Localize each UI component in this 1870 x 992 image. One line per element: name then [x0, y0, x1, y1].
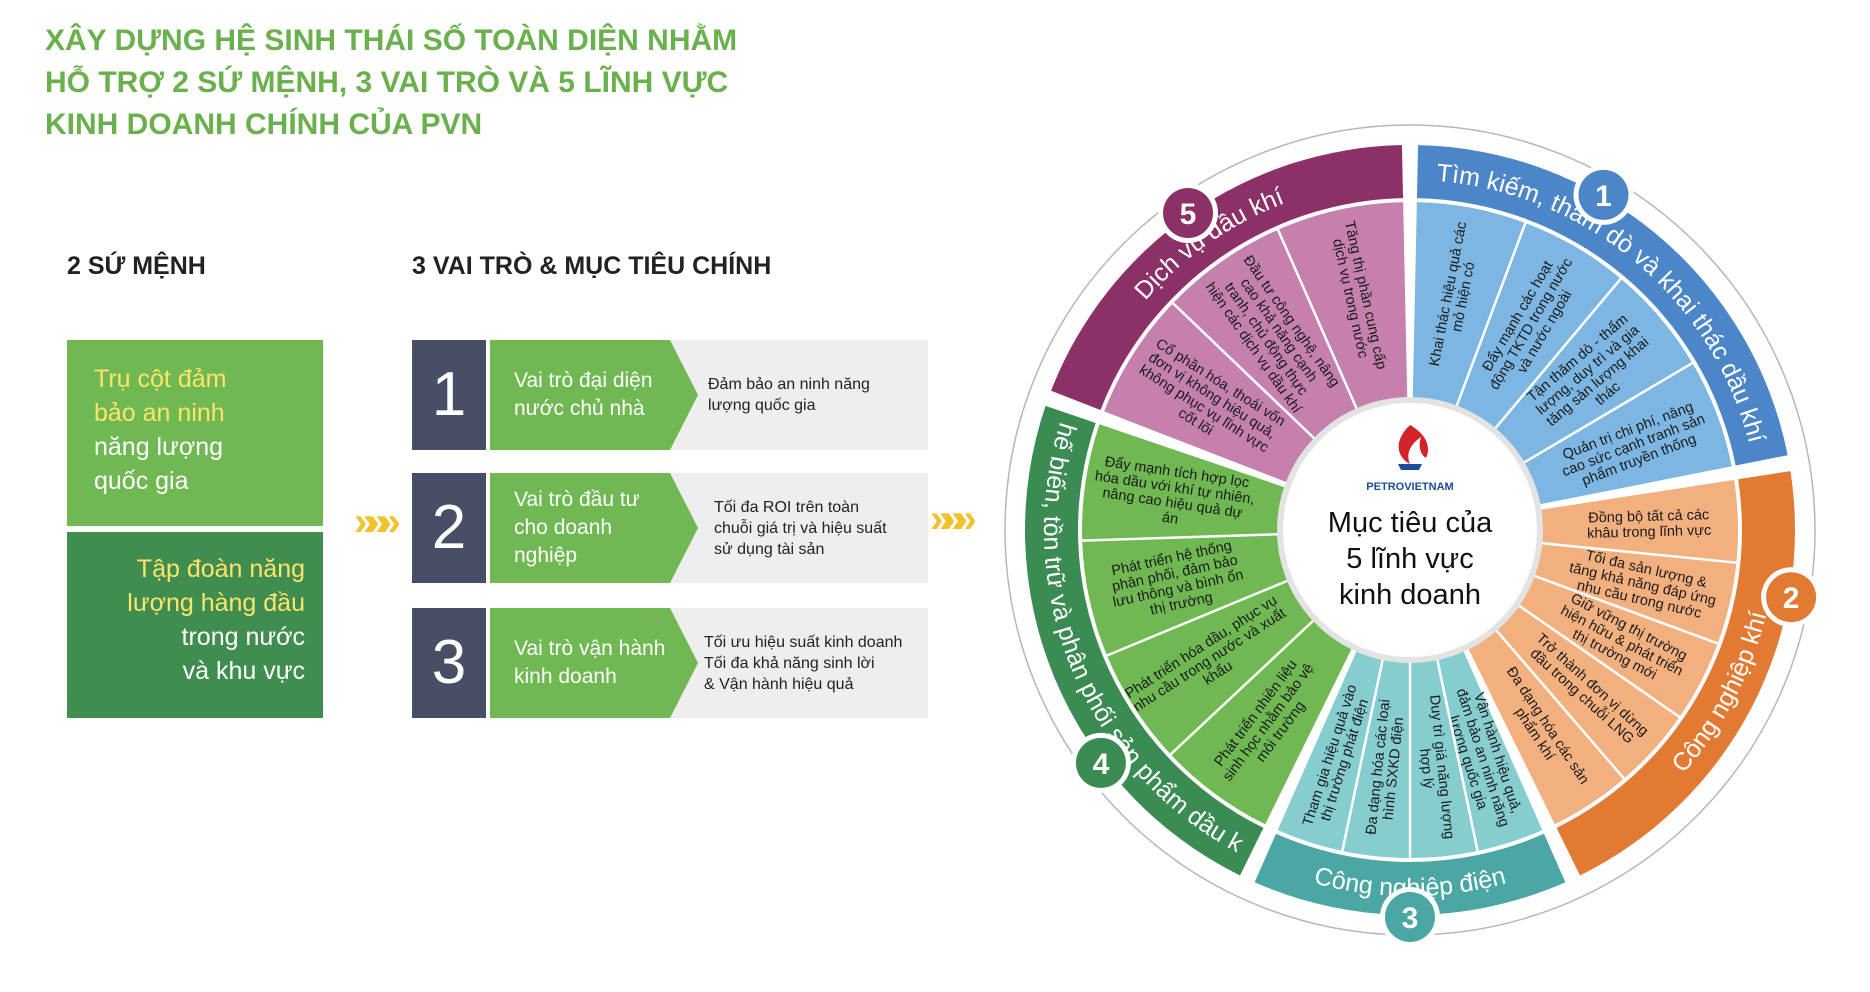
role-number-2: 2 — [412, 473, 486, 583]
role-label-2: Vai trò đầu tư cho doanh nghiệp — [490, 473, 698, 583]
role-label-line: nghiệp — [514, 544, 578, 567]
mission-2-line: và khu vực — [182, 657, 305, 685]
sector-4-item: Phát triển hệ thốngphân phối, đảm bảolưu… — [1105, 537, 1248, 626]
sector-divider — [1172, 302, 1319, 443]
role-goal-1: Đảm bảo an ninh năng lượng quốc gia — [708, 340, 926, 450]
mission-1-line: quốc gia — [94, 467, 189, 495]
sector-3-number: 3 — [1402, 902, 1419, 935]
role-label-line: Vai trò vận hành — [514, 637, 666, 660]
title-line-2: HỖ TRỢ 2 SỨ MỆNH, 3 VAI TRÒ VÀ 5 LĨNH VỰ… — [45, 66, 729, 99]
sector-2-badge — [1766, 572, 1817, 623]
role-number-1: 1 — [412, 340, 486, 450]
sector-5-number: 5 — [1180, 198, 1197, 231]
role-goal-line: Tối đa khả năng sinh lời — [704, 654, 875, 672]
sector-divider — [1169, 616, 1318, 756]
role-label-3: Vai trò vận hành kinh doanh — [490, 608, 698, 718]
sector-divider — [1082, 532, 1283, 542]
business-sectors-wheel: Tìm kiếm, thăm dò và khai thác dầu khíKh… — [1000, 120, 1822, 947]
sector-divider — [1492, 626, 1625, 780]
center-circle — [1277, 397, 1543, 663]
mission-card-1: Trụ cột đảm bảo an ninh năng lượng quốc … — [67, 340, 323, 526]
center-title-line: 5 lĩnh vực — [1346, 543, 1473, 575]
sector-5-band — [1051, 145, 1404, 410]
role-label-line: nước chủ nhà — [514, 397, 645, 420]
mission-2-line: Tập đoàn năng — [136, 555, 305, 583]
sector-divider — [1491, 277, 1622, 433]
brand-name: PETROVIETNAM — [1366, 481, 1453, 493]
role-label-line: Vai trò đầu tư — [514, 488, 640, 511]
missions-heading: 2 SỨ MỆNH — [67, 252, 206, 280]
sector-divider — [1453, 222, 1527, 411]
role-label-line: kinh doanh — [514, 665, 617, 688]
sector-divider — [1435, 654, 1479, 852]
sector-divider — [1514, 601, 1681, 719]
center-title-line: kinh doanh — [1339, 579, 1481, 611]
roles-heading: 3 VAI TRÒ & MỤC TIÊU CHÍNH — [412, 252, 772, 280]
sector-3-badge — [1385, 892, 1435, 942]
sector-2-band — [1556, 471, 1795, 876]
role-goal-line: sử dụng tài sản — [714, 540, 825, 558]
sector-divider — [1519, 361, 1693, 466]
role-number-3: 3 — [412, 608, 486, 718]
role-label-line: cho doanh — [514, 516, 613, 539]
sector-divider — [1276, 229, 1360, 414]
role-goal-3: Tối ưu hiệu suất kinh doanh Tối đa khả n… — [704, 608, 928, 718]
mission-2-line: trong nước — [181, 623, 305, 651]
title-line-1: XÂY DỰNG HỆ SINH THÁI SỐ TOÀN DIỆN NHẰM — [45, 24, 738, 57]
role-goal-line: lượng quốc gia — [708, 397, 816, 414]
role-goal-line: Đảm bảo an ninh năng — [708, 376, 870, 393]
sector-5-inner — [1104, 202, 1408, 484]
role-goal-line: Tối ưu hiệu suất kinh doanh — [704, 633, 903, 651]
sector-5-badge — [1163, 187, 1214, 238]
role-row-2: Vai trò đầu tư cho doanh nghiệp Tối đa R… — [490, 473, 928, 583]
sector-2-number: 2 — [1783, 582, 1800, 615]
role-row-1: Vai trò đại diện nước chủ nhà Đảm bảo an… — [490, 340, 928, 450]
sector-1-badge — [1578, 169, 1629, 220]
sector-1-number: 1 — [1595, 180, 1612, 213]
sector-divider — [1106, 577, 1293, 657]
sector-divider — [1537, 541, 1737, 564]
role-goal-line: Tối đa ROI trên toàn — [714, 498, 859, 516]
mission-1-line: bảo an ninh — [94, 399, 225, 427]
mission-1-line: năng lượng — [94, 433, 224, 461]
sector-2-item: Đồng bộ tất cả cáckhâu trong lĩnh vực — [1586, 507, 1711, 542]
role-goal-line: chuỗi giá trị và hiệu suất — [714, 519, 887, 537]
petrovietnam-logo — [1398, 425, 1429, 470]
chevron-right-icon: »»» — [354, 500, 401, 544]
sector-4-band — [1025, 405, 1264, 876]
role-row-3: Vai trò vận hành kinh doanh Tối ưu hiệu … — [490, 608, 928, 718]
chevron-right-icon: »»» — [930, 497, 977, 541]
center-title-line: Mục tiêu của — [1328, 507, 1493, 539]
role-label-1: Vai trò đại diện nước chủ nhà — [490, 340, 698, 450]
sector-divider — [1341, 654, 1385, 852]
title-line-3: KINH DOANH CHÍNH CỦA PVN — [45, 108, 483, 141]
role-goal-line: & Vận hành hiệu quả — [704, 675, 854, 693]
sector-4-badge — [1075, 737, 1126, 788]
sector-divider — [1529, 573, 1719, 645]
sector-4-inner — [1082, 424, 1354, 825]
role-label-line: Vai trò đại diện — [514, 369, 653, 392]
sector-4-number: 4 — [1093, 748, 1110, 781]
mission-card-2: Tập đoàn năng lượng hàng đầu trong nước … — [67, 532, 323, 718]
mission-2-line: lượng hàng đầu — [127, 589, 305, 617]
sector-3-band — [1254, 833, 1566, 915]
mission-1-line: Trụ cột đảm — [94, 365, 227, 393]
role-goal-2: Tối đa ROI trên toàn chuỗi giá trị và hi… — [714, 473, 932, 583]
page-title: XÂY DỰNG HỆ SINH THÁI SỐ TOÀN DIỆN NHẰM … — [45, 20, 745, 146]
